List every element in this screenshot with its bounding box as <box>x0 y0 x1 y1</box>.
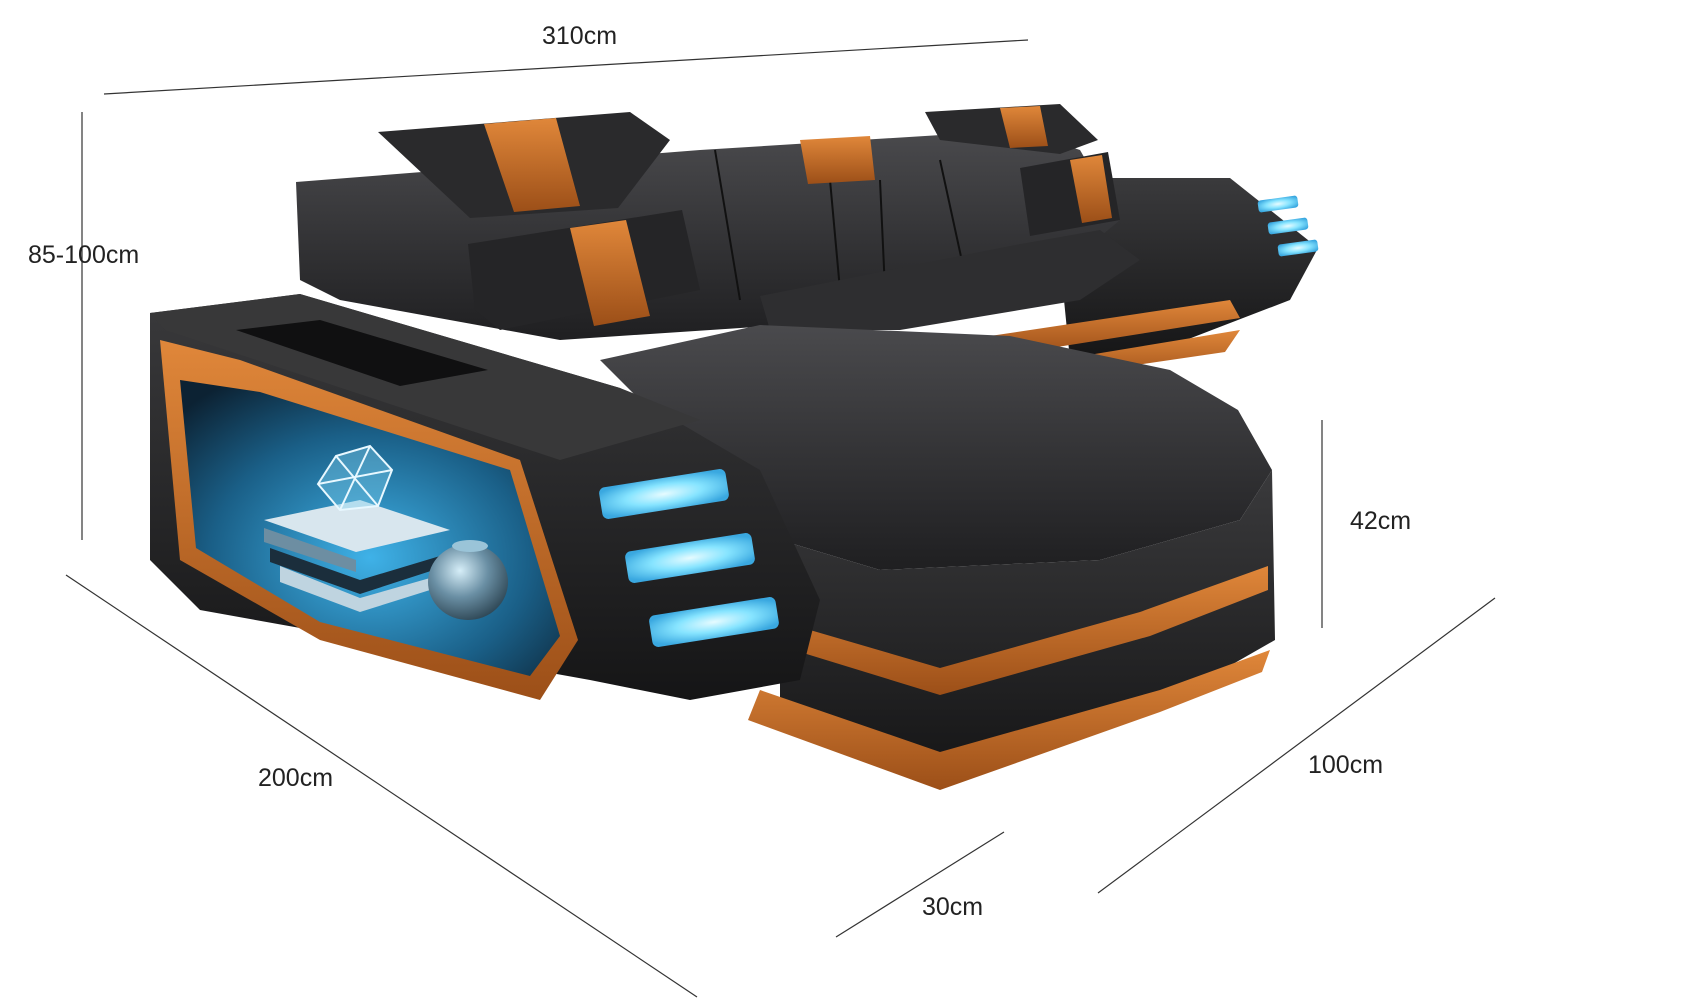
back-height-label: 85-100cm <box>28 241 140 269</box>
chaise-length-label: 200cm <box>258 764 334 792</box>
armrest-width-label: 30cm <box>922 893 984 921</box>
chaise-stripe-upper <box>800 566 1268 695</box>
right-base-stripe <box>990 300 1240 356</box>
dimension-lines <box>65 39 1496 998</box>
chaise-stripe-lower <box>748 650 1270 790</box>
total-width-label: 310cm <box>542 22 618 50</box>
chaise-width-dimension-line <box>1097 597 1496 894</box>
left-headrest-stripe <box>484 118 580 212</box>
vase <box>428 544 508 620</box>
seat-height-label: 42cm <box>1350 507 1412 535</box>
right-armrest <box>1060 178 1318 360</box>
right-pillow-stripe <box>1070 155 1112 223</box>
right-led-strip <box>1257 195 1319 257</box>
left-pillow-stripe <box>570 220 650 326</box>
armrest-dimension-line <box>835 831 1005 938</box>
vase-neck <box>452 540 488 552</box>
glass-tray <box>236 320 488 386</box>
width-dimension-line <box>103 39 1029 95</box>
back-seat-cushion <box>760 230 1140 330</box>
books <box>264 500 450 612</box>
crystal-ornament <box>316 444 394 512</box>
chaise-length-dimension-line <box>65 574 698 998</box>
backrest-center-stripe <box>800 136 875 184</box>
chaise-width-label: 100cm <box>1308 751 1384 779</box>
sofa <box>150 104 1319 790</box>
right-headrest-stripe <box>1000 106 1048 148</box>
front-led-strip <box>599 469 779 647</box>
